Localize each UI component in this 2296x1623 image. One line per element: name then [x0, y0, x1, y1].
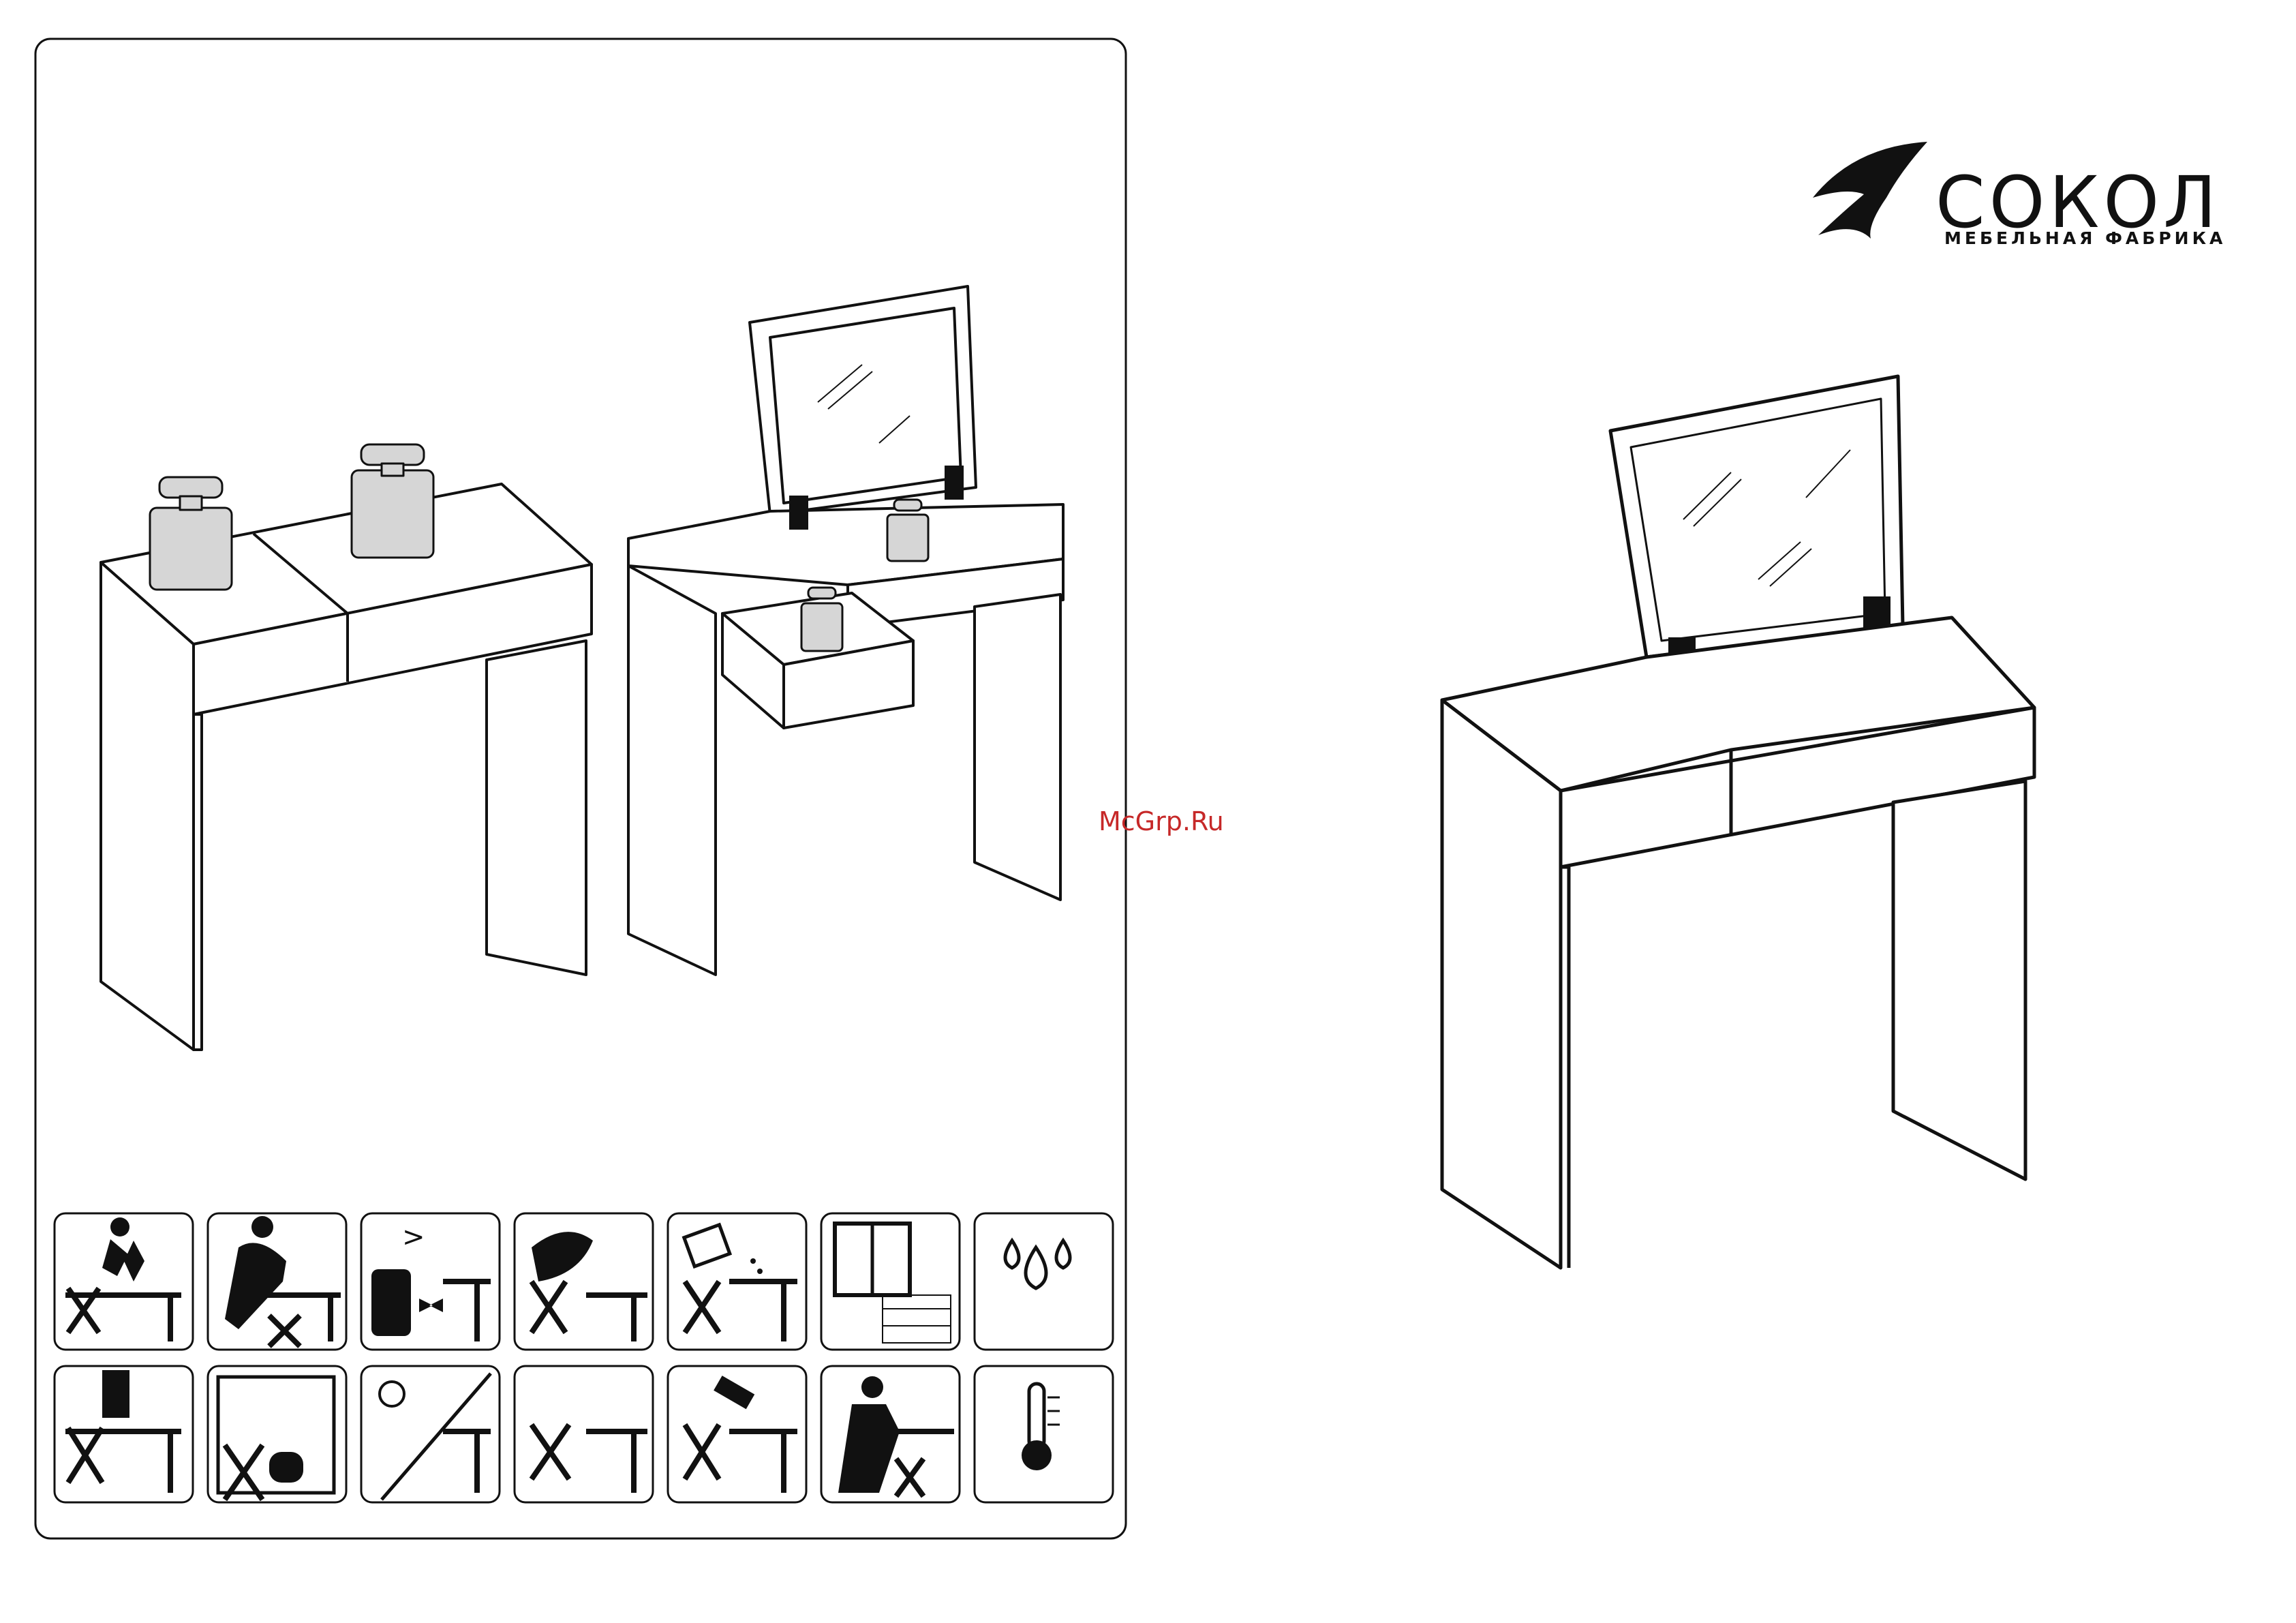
brand-tagline: МЕБЕЛЬНАЯ ФАБРИКА — [1944, 228, 2226, 248]
ventilation-icon — [821, 1213, 960, 1350]
no-direct-sunlight-icon — [361, 1366, 500, 1502]
no-leaning-icon — [208, 1213, 346, 1350]
warning-icons-grid: > — [55, 1213, 1113, 1502]
closed-vanity-illustration — [101, 444, 592, 1050]
no-dragging-icon — [821, 1366, 960, 1502]
no-overload-drawer-icon — [208, 1366, 346, 1502]
humidity-icon — [975, 1213, 1113, 1350]
no-spilling-icon — [668, 1213, 806, 1350]
vanity-mirror-illustration — [1442, 376, 2034, 1268]
no-solvents-icon — [515, 1366, 653, 1502]
no-hammering-icon — [668, 1366, 806, 1502]
no-standing-on-table-icon — [55, 1366, 193, 1502]
swoosh-s-logo — [1813, 142, 1927, 239]
no-jumping-icon — [55, 1213, 193, 1350]
watermark-text: McGrp.Ru — [1099, 806, 1224, 836]
brand-name: СОКОЛ — [1935, 167, 2220, 238]
no-heavy-luggage-icon: > — [361, 1213, 500, 1350]
no-wet-cloth-icon — [515, 1213, 653, 1350]
svg-text:>: > — [402, 1222, 425, 1253]
temperature-icon — [975, 1366, 1113, 1502]
open-vanity-illustration — [628, 286, 1063, 975]
